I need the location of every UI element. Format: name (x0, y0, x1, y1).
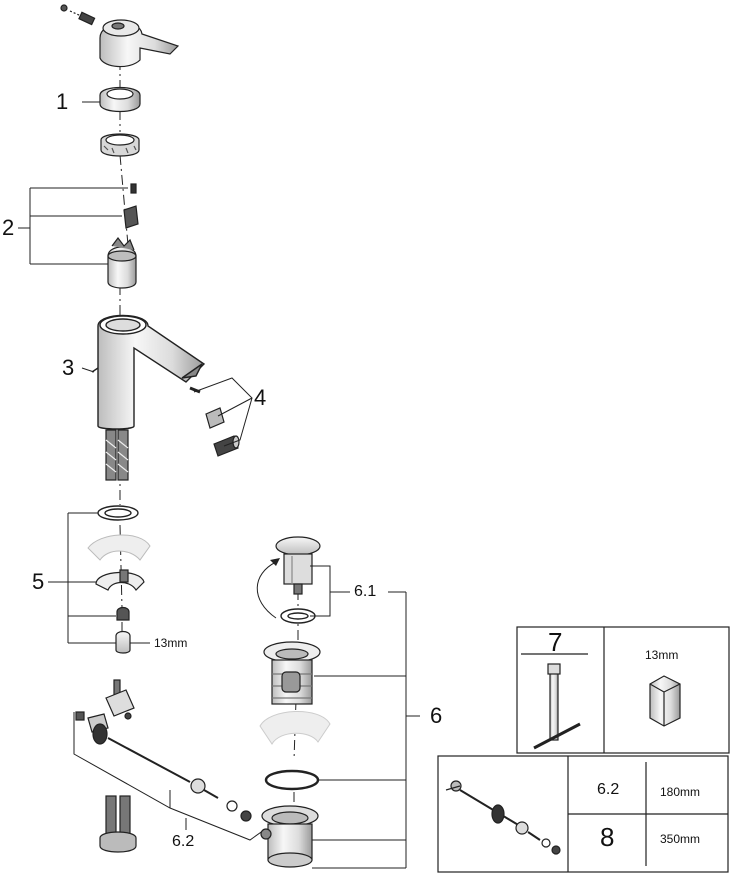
callout-bracket-5 (48, 512, 150, 644)
callout-bracket-6 (310, 565, 420, 869)
cartridge-group-part-2 (107, 183, 139, 289)
plug-seal (280, 608, 316, 624)
ghost-sink-deck (87, 534, 151, 561)
hex-socket-icon (649, 675, 681, 727)
nut-size-label: 13mm (154, 636, 188, 650)
callout-5: 5 (32, 569, 45, 594)
callout-1: 1 (56, 89, 69, 114)
cover-cap-part-1 (99, 86, 141, 113)
table-row-length: 350mm (660, 832, 701, 846)
lower-hose-ends (99, 795, 137, 853)
callout-2: 2 (2, 215, 15, 240)
ring-nut (100, 133, 140, 157)
callout-bracket-2 (18, 187, 128, 265)
horseshoe-washer (95, 569, 145, 591)
lift-rod-6-2 (92, 723, 252, 822)
table-row-length: 180mm (660, 785, 701, 799)
callout-3: 3 (62, 355, 75, 380)
faucet-body-part-3 (91, 314, 206, 430)
lift-rod-clamp (75, 679, 135, 733)
callout-bracket-6-2 (73, 712, 265, 841)
lever-handle (60, 4, 180, 68)
callout-4: 4 (254, 385, 267, 410)
drain-gasket-ring (264, 769, 320, 791)
callout-6: 6 (430, 703, 443, 728)
socket-wrench-icon (533, 663, 581, 750)
table-row-part: 6.2 (597, 781, 620, 798)
center-axis-lines (119, 60, 299, 804)
popup-rod-icon (445, 780, 561, 855)
ghost-basin (259, 711, 331, 745)
popup-plug-6-1 (275, 536, 321, 595)
drain-body-lower (260, 805, 319, 868)
callout-bracket-4 (193, 377, 253, 447)
aerator-part-4 (189, 386, 240, 457)
rod-length-table (437, 755, 729, 873)
supply-hoses (105, 429, 129, 481)
rotation-arrow (256, 561, 277, 619)
fixing-nut-13mm (115, 606, 131, 654)
callout-6-1: 6.1 (354, 583, 377, 600)
drain-body-upper (263, 641, 321, 705)
table-row-part: 8 (600, 822, 615, 852)
tools-item-number: 7 (548, 627, 563, 657)
callout-6-2: 6.2 (172, 833, 195, 850)
tools-wrench-size: 13mm (645, 648, 679, 662)
gasket-ring (97, 505, 139, 521)
